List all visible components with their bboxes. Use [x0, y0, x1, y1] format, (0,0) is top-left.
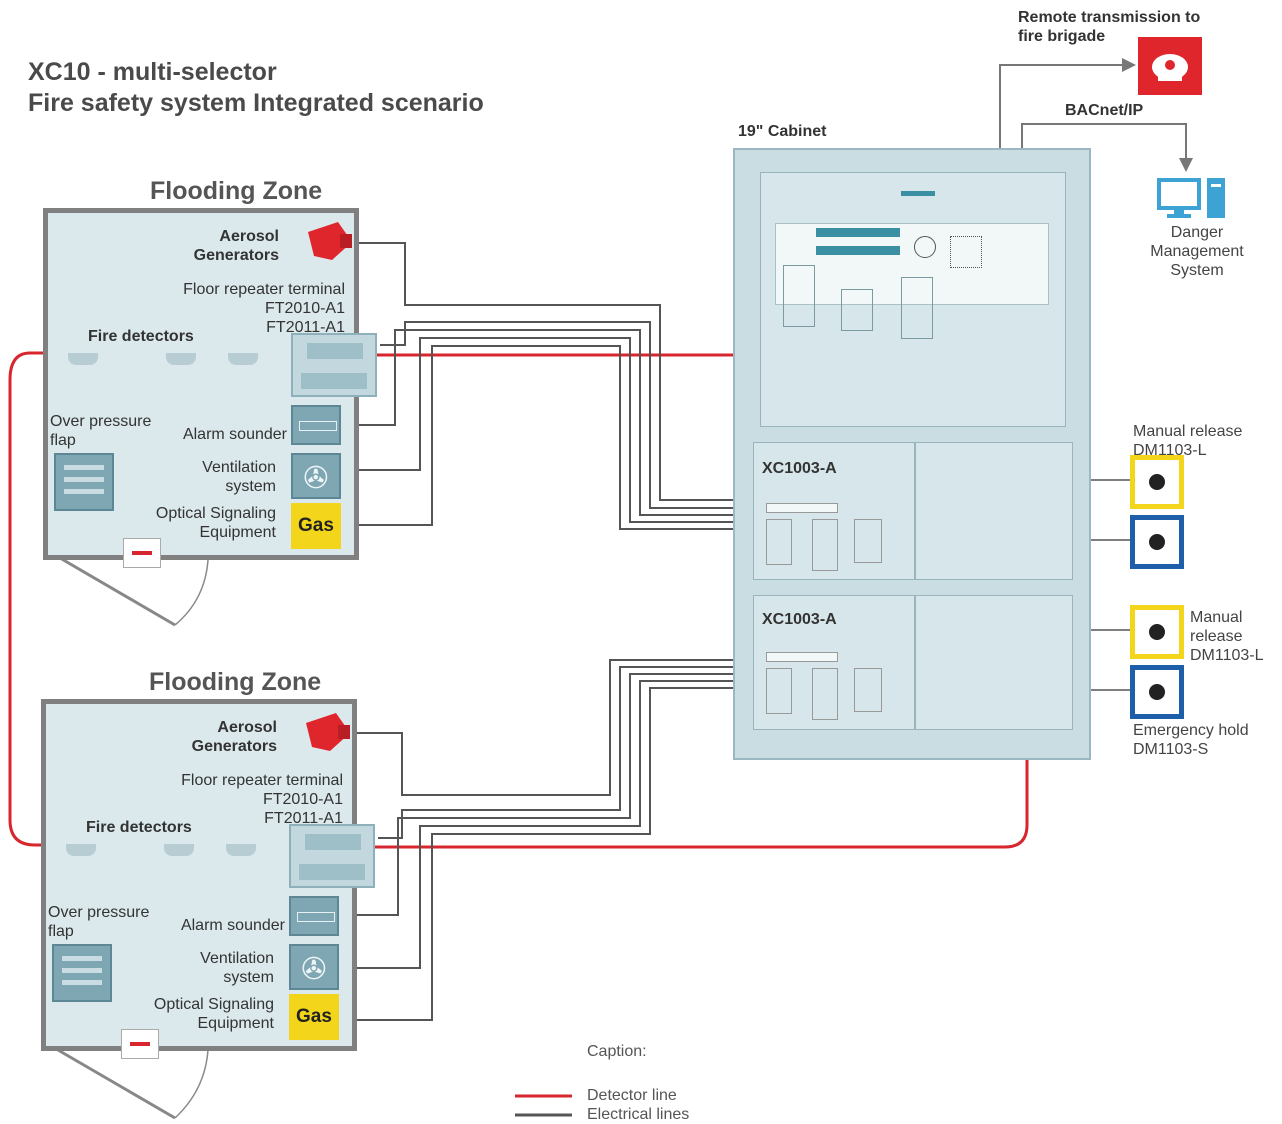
optical-label: Optical Signaling Equipment — [153, 996, 274, 1032]
detectors-label: Fire detectors — [88, 328, 194, 345]
computer-icon — [1157, 176, 1229, 220]
manual-release-button-2[interactable] — [1130, 605, 1184, 659]
overpressure-label: Over pressure flap — [48, 904, 150, 940]
fire-detector-icon — [226, 844, 256, 856]
emergency-hold-button-1[interactable] — [1130, 515, 1184, 569]
fire-detector-icon — [66, 844, 96, 856]
floor-repeater-terminal — [291, 333, 377, 397]
title-line-1: XC10 - multi-selector — [28, 58, 277, 86]
caption-electrical-lines: Electrical lines — [587, 1106, 690, 1123]
aerosol-label: Aerosol Generators — [191, 719, 277, 755]
door-lines — [57, 556, 209, 1120]
module-1-label: XC1003-A — [762, 460, 837, 477]
manual-release-label-2: Manual release DM1103-L — [1190, 609, 1264, 664]
aerosol-generator-icon — [300, 220, 356, 262]
overpressure-flap-icon — [54, 453, 114, 511]
detectors-label: Fire detectors — [86, 819, 192, 836]
caption-title: Caption: — [587, 1043, 647, 1060]
danger-management-label: Danger Management System — [1150, 224, 1244, 279]
floor-repeater-terminal — [289, 824, 375, 888]
optical-label: Optical Signaling Equipment — [155, 505, 276, 541]
alarm-sounder-icon — [289, 896, 339, 936]
module-1: XC1003-A — [753, 442, 915, 580]
zone2-title: Flooding Zone — [149, 668, 322, 696]
caption-detector-line: Detector line — [587, 1087, 677, 1104]
bacnet-label: BACnet/IP — [1065, 102, 1144, 119]
electrical-lines-zone1 — [337, 242, 735, 530]
ventilation-fan-icon: ✇ — [289, 944, 339, 990]
module-2-blank — [915, 595, 1073, 730]
manual-release-label-1: Manual release DM1103-L — [1133, 423, 1243, 459]
emergency-hold-label: Emergency hold DM1103-S — [1133, 722, 1249, 758]
overpressure-label: Over pressure flap — [50, 413, 152, 449]
fire-detector-icon — [164, 844, 194, 856]
network-lines — [999, 64, 1187, 165]
sounder-label: Alarm sounder — [180, 917, 285, 934]
alarm-sounder-icon — [291, 405, 341, 445]
diagram-title: XC10 - multi-selector Fire safety system… — [28, 57, 484, 119]
main-control-panel — [760, 172, 1066, 427]
detector-line-zone2 — [60, 760, 1029, 849]
aerosol-generator-icon — [298, 711, 354, 753]
fire-detector-icon — [228, 353, 258, 365]
emergency-hold-button-2[interactable] — [1130, 665, 1184, 719]
sounder-label: Alarm sounder — [182, 426, 287, 443]
repeater-label: Floor repeater terminal FT2010-A1 FT2011… — [183, 281, 345, 336]
optical-signal-icon — [123, 538, 161, 568]
fire-detector-icon — [68, 353, 98, 365]
fire-brigade-icon — [1138, 37, 1202, 95]
fire-detector-icon — [166, 353, 196, 365]
module-1-blank — [915, 442, 1073, 580]
ventilation-label: Ventilation system — [200, 950, 274, 986]
aerosol-label: Aerosol Generators — [193, 228, 279, 264]
electrical-lines-zone2 — [335, 659, 735, 1021]
repeater-label: Floor repeater terminal FT2010-A1 FT2011… — [181, 772, 343, 827]
detector-line-loop — [8, 351, 60, 847]
gas-indicator: Gas — [291, 503, 341, 549]
title-line-2: Fire safety system Integrated scenario — [28, 89, 484, 117]
cabinet-19in: XC1003-A XC1003-A — [733, 148, 1091, 760]
ventilation-label: Ventilation system — [202, 459, 276, 495]
zone1-title: Flooding Zone — [150, 177, 323, 205]
module-2: XC1003-A — [753, 595, 915, 730]
ventilation-fan-icon: ✇ — [291, 453, 341, 499]
gas-indicator: Gas — [289, 994, 339, 1040]
overpressure-flap-icon — [52, 944, 112, 1002]
manual-release-button-1[interactable] — [1130, 455, 1184, 509]
optical-signal-icon — [121, 1029, 159, 1059]
flooding-zone-2: Aerosol Generators Floor repeater termin… — [41, 699, 357, 1059]
cabinet-label: 19" Cabinet — [738, 123, 827, 140]
remote-transmission-label: Remote transmission to fire brigade — [1018, 9, 1201, 45]
module-2-label: XC1003-A — [762, 611, 837, 628]
